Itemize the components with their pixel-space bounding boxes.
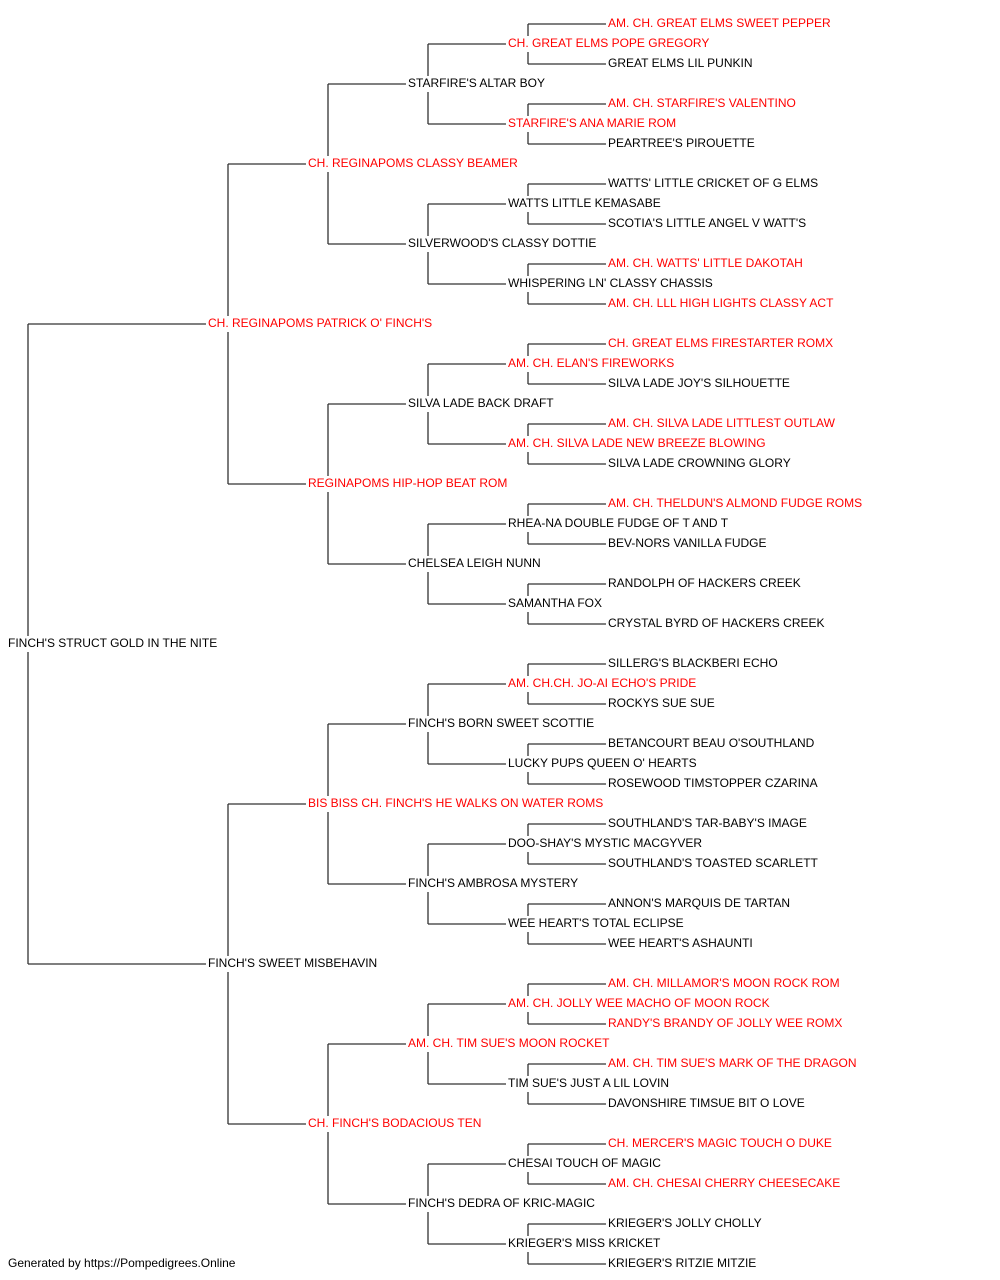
ancestor-name[interactable]: AM. CH. STARFIRE'S VALENTINO: [608, 96, 796, 110]
ancestor-name[interactable]: RANDOLPH OF HACKERS CREEK: [608, 576, 801, 590]
ancestor-name[interactable]: BETANCOURT BEAU O'SOUTHLAND: [608, 736, 815, 750]
ancestor-name[interactable]: WATTS LITTLE KEMASABE: [508, 196, 661, 210]
ancestor-name[interactable]: FINCH'S DEDRA OF KRIC-MAGIC: [408, 1196, 595, 1210]
ancestor-name[interactable]: REGINAPOMS HIP-HOP BEAT ROM: [308, 476, 507, 490]
ancestor-name[interactable]: WATTS' LITTLE CRICKET OF G ELMS: [608, 176, 818, 190]
ancestor-name[interactable]: SOUTHLAND'S TAR-BABY'S IMAGE: [608, 816, 807, 830]
ancestor-name[interactable]: AM. CH. SILVA LADE LITTLEST OUTLAW: [608, 416, 836, 430]
ancestor-name[interactable]: AM. CH. ELAN'S FIREWORKS: [508, 356, 674, 370]
ancestor-name[interactable]: WEE HEART'S ASHAUNTI: [608, 936, 753, 950]
ancestor-name[interactable]: KRIEGER'S JOLLY CHOLLY: [608, 1216, 762, 1230]
ancestor-name[interactable]: CH. REGINAPOMS CLASSY BEAMER: [308, 156, 518, 170]
ancestor-name[interactable]: AM. CH. GREAT ELMS SWEET PEPPER: [608, 16, 831, 30]
ancestor-name[interactable]: AM. CH. JOLLY WEE MACHO OF MOON ROCK: [508, 996, 770, 1010]
ancestor-name[interactable]: SCOTIA'S LITTLE ANGEL V WATT'S: [608, 216, 806, 230]
ancestor-name[interactable]: SILLERG'S BLACKBERI ECHO: [608, 656, 778, 670]
ancestor-name[interactable]: BEV-NORS VANILLA FUDGE: [608, 536, 767, 550]
ancestor-name[interactable]: FINCH'S AMBROSA MYSTERY: [408, 876, 578, 890]
ancestor-name[interactable]: RHEA-NA DOUBLE FUDGE OF T AND T: [508, 516, 729, 530]
ancestor-name[interactable]: FINCH'S SWEET MISBEHAVIN: [208, 956, 377, 970]
ancestor-name[interactable]: WHISPERING LN' CLASSY CHASSIS: [508, 276, 713, 290]
ancestor-name[interactable]: CH. GREAT ELMS POPE GREGORY: [508, 36, 709, 50]
ancestor-name[interactable]: SILVA LADE CROWNING GLORY: [608, 456, 791, 470]
ancestor-name[interactable]: CRYSTAL BYRD OF HACKERS CREEK: [608, 616, 825, 630]
ancestor-name[interactable]: CHESAI TOUCH OF MAGIC: [508, 1156, 661, 1170]
ancestor-name[interactable]: CH. MERCER'S MAGIC TOUCH O DUKE: [608, 1136, 832, 1150]
ancestor-name[interactable]: GREAT ELMS LIL PUNKIN: [608, 56, 753, 70]
subject-dog-name[interactable]: FINCH'S STRUCT GOLD IN THE NITE: [8, 636, 217, 650]
ancestor-name[interactable]: WEE HEART'S TOTAL ECLIPSE: [508, 916, 684, 930]
ancestor-name[interactable]: ROCKYS SUE SUE: [608, 696, 715, 710]
ancestor-name[interactable]: CH. REGINAPOMS PATRICK O' FINCH'S: [208, 316, 432, 330]
ancestor-name[interactable]: AM. CH. LLL HIGH LIGHTS CLASSY ACT: [608, 296, 834, 310]
ancestor-name[interactable]: PEARTREE'S PIROUETTE: [608, 136, 755, 150]
ancestor-name[interactable]: CHELSEA LEIGH NUNN: [408, 556, 541, 570]
ancestor-name[interactable]: SILVERWOOD'S CLASSY DOTTIE: [408, 236, 596, 250]
ancestor-name[interactable]: SILVA LADE BACK DRAFT: [408, 396, 554, 410]
ancestor-name[interactable]: STARFIRE'S ANA MARIE ROM: [508, 116, 676, 130]
ancestor-name[interactable]: TIM SUE'S JUST A LIL LOVIN: [508, 1076, 669, 1090]
ancestor-name[interactable]: CH. GREAT ELMS FIRESTARTER ROMX: [608, 336, 833, 350]
ancestor-name[interactable]: ANNON'S MARQUIS DE TARTAN: [608, 896, 790, 910]
ancestor-name[interactable]: SILVA LADE JOY'S SILHOUETTE: [608, 376, 790, 390]
ancestor-name[interactable]: FINCH'S BORN SWEET SCOTTIE: [408, 716, 594, 730]
footer-credit: Generated by https://Pompedigrees.Online: [8, 1256, 236, 1270]
ancestor-name[interactable]: DAVONSHIRE TIMSUE BIT O LOVE: [608, 1096, 805, 1110]
ancestor-name[interactable]: SAMANTHA FOX: [508, 596, 602, 610]
ancestor-name[interactable]: BIS BISS CH. FINCH'S HE WALKS ON WATER R…: [308, 796, 603, 810]
ancestor-name[interactable]: AM. CH. THELDUN'S ALMOND FUDGE ROMS: [608, 496, 862, 510]
ancestor-name[interactable]: STARFIRE'S ALTAR BOY: [408, 76, 545, 90]
ancestor-name[interactable]: AM. CH. TIM SUE'S MOON ROCKET: [408, 1036, 610, 1050]
ancestor-name[interactable]: CH. FINCH'S BODACIOUS TEN: [308, 1116, 481, 1130]
ancestor-name[interactable]: AM. CH. CHESAI CHERRY CHEESECAKE: [608, 1176, 840, 1190]
ancestor-name[interactable]: ROSEWOOD TIMSTOPPER CZARINA: [608, 776, 818, 790]
ancestor-name[interactable]: AM. CH. SILVA LADE NEW BREEZE BLOWING: [508, 436, 766, 450]
ancestor-name[interactable]: AM. CH. WATTS' LITTLE DAKOTAH: [608, 256, 803, 270]
ancestor-name[interactable]: AM. CH.CH. JO-AI ECHO'S PRIDE: [508, 676, 696, 690]
ancestor-name[interactable]: DOO-SHAY'S MYSTIC MACGYVER: [508, 836, 702, 850]
ancestor-name[interactable]: KRIEGER'S MISS KRICKET: [508, 1236, 661, 1250]
ancestor-name[interactable]: AM. CH. MILLAMOR'S MOON ROCK ROM: [608, 976, 840, 990]
ancestor-name[interactable]: LUCKY PUPS QUEEN O' HEARTS: [508, 756, 697, 770]
ancestor-name[interactable]: KRIEGER'S RITZIE MITZIE: [608, 1256, 756, 1270]
ancestor-name[interactable]: SOUTHLAND'S TOASTED SCARLETT: [608, 856, 819, 870]
ancestor-name[interactable]: RANDY'S BRANDY OF JOLLY WEE ROMX: [608, 1016, 842, 1030]
ancestor-name[interactable]: AM. CH. TIM SUE'S MARK OF THE DRAGON: [608, 1056, 857, 1070]
